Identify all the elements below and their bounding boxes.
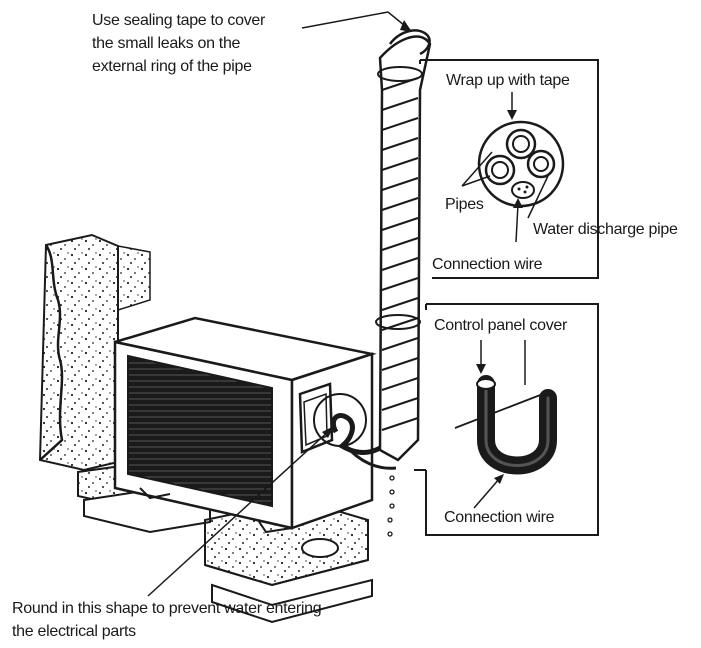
- connection-wire-bottom-label: Connection wire: [444, 509, 555, 526]
- inset-control-panel: [414, 303, 599, 536]
- round-arrow-head: [322, 426, 334, 438]
- connection-wire-top-label: Connection wire: [432, 256, 543, 273]
- sealing-tape-label-line3: external ring of the pipe: [92, 58, 252, 75]
- sealing-tape-label-line1: Use sealing tape to cover: [92, 12, 266, 29]
- pipes-label: Pipes: [445, 196, 484, 213]
- sealing-tape-label-line2: the small leaks on the: [92, 35, 241, 52]
- control-panel-cover-label: Control panel cover: [434, 317, 568, 334]
- connection-loop: [313, 393, 397, 470]
- wrapped-pipe: [375, 29, 432, 537]
- outdoor-unit: [113, 316, 377, 534]
- round-leader-line: [147, 429, 331, 597]
- round-shape-label-line1: Round in this shape to prevent water ent…: [12, 600, 322, 617]
- sealing-arrow-head: [400, 20, 412, 32]
- wrap-tape-label: Wrap up with tape: [446, 72, 570, 89]
- water-discharge-label: Water discharge pipe: [533, 221, 678, 238]
- sealing-leader-line: [301, 11, 411, 31]
- round-shape-label-line2: the electrical parts: [12, 623, 136, 640]
- inset-cross-section: [419, 59, 599, 279]
